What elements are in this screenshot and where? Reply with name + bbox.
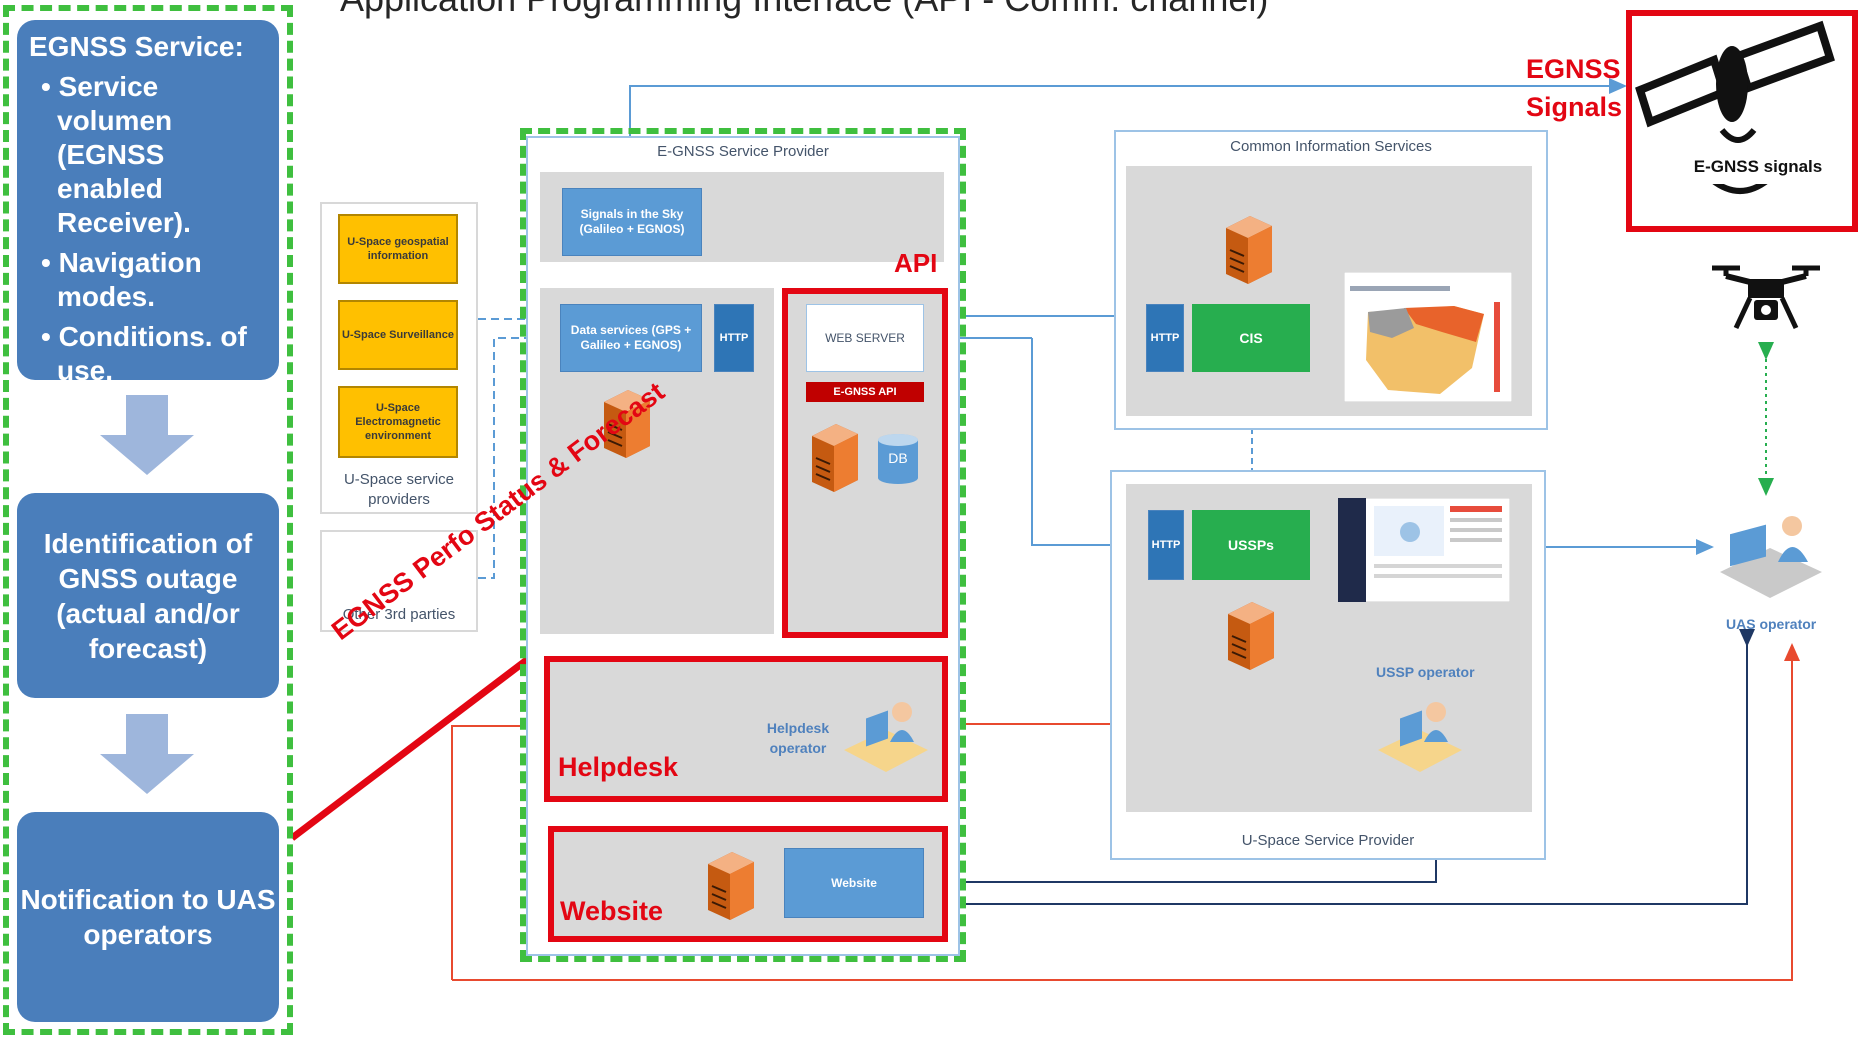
- server-icon: [708, 852, 754, 920]
- down-arrow-icon: [100, 714, 194, 794]
- egnss-provider-dashed-frame: [520, 128, 966, 962]
- dashboard-thumbnail: [1338, 498, 1510, 602]
- ussp-operator-label: USSP operator: [1376, 664, 1475, 680]
- ussp-http-box: HTTP: [1148, 510, 1184, 580]
- egnss-service-heading: EGNSS Service:: [29, 31, 244, 62]
- notification-box: Notification to UAS operators: [17, 812, 279, 1022]
- server-icon: [1226, 216, 1272, 284]
- egnss-signals-caption: E-GNSS signals: [1664, 150, 1852, 184]
- provider-electromagnetic: U-Space Electromagnetic environment: [338, 386, 458, 458]
- operator-icon: [844, 702, 928, 772]
- egnss-signals-line2: Signals: [1526, 92, 1623, 122]
- diagram-title: Application Programming Interface (API -…: [340, 0, 1268, 20]
- helpdesk-operator-label: Helpdesk operator: [766, 720, 830, 756]
- server-icon: [812, 424, 858, 492]
- cis-box: CIS: [1192, 304, 1310, 372]
- api-label: API: [894, 248, 938, 278]
- server-icon: [1228, 602, 1274, 670]
- egnss-http-box: HTTP: [714, 304, 754, 372]
- data-services-box: Data services (GPS + Galileo + EGNOS): [560, 304, 702, 372]
- gnss-outage-box: Identification of GNSS outage (actual an…: [17, 493, 279, 698]
- database-icon: [878, 434, 918, 484]
- signals-uplink-line: [629, 78, 1627, 140]
- down-arrow-icon: [100, 395, 194, 475]
- helpdesk-label: Helpdesk: [558, 752, 679, 782]
- egnss-signals-label: EGNSS Signals: [1526, 50, 1622, 126]
- operator-icon: [1378, 702, 1462, 772]
- other-parties-label: Other 3rd parties: [342, 606, 456, 623]
- egnss-service-box: EGNSS Service: • Service volumen (EGNSS …: [17, 20, 279, 386]
- left-process-frame: [3, 5, 293, 1035]
- server-icon: [604, 390, 650, 458]
- website-label: Website: [560, 896, 664, 926]
- egnss-api-bar: E-GNSS API: [806, 382, 924, 402]
- cis-http-box: HTTP: [1146, 304, 1184, 372]
- ussp-title: U-Space Service Provider: [1241, 832, 1415, 849]
- bottom-red-line: [452, 643, 1800, 981]
- egnss-signals-line1: EGNSS: [1526, 54, 1621, 84]
- egnss-provider-title: E-GNSS Service Provider: [657, 143, 829, 160]
- egnss-service-bullet: • Navigation modes.: [41, 247, 202, 312]
- provider-surveillance: U-Space Surveillance: [338, 300, 458, 370]
- egnss-service-bullet: • Service volumen (EGNSS enabled Receive…: [41, 71, 191, 238]
- satellite-icon: [1635, 20, 1835, 194]
- uas-website-line: [922, 629, 1755, 912]
- api-highlight-frame: [782, 288, 948, 638]
- signals-in-sky-box: Signals in the Sky (Galileo + EGNOS): [562, 188, 702, 256]
- cis-title: Common Information Services: [1230, 138, 1432, 155]
- helpdesk-highlight-frame: [544, 656, 948, 802]
- egnss-service-list: • Service volumen (EGNSS enabled Receive…: [29, 70, 267, 388]
- providers-label: U-Space service providers: [343, 471, 455, 508]
- ussps-box: USSPs: [1192, 510, 1310, 580]
- web-server-box: WEB SERVER: [806, 304, 924, 372]
- website-highlight-frame: [548, 826, 948, 942]
- uas-operator-icon: [1720, 516, 1822, 598]
- signals-highlight-frame: [1626, 10, 1858, 232]
- other-parties-panel: [320, 530, 478, 632]
- webserver-ussp-link: [1031, 338, 1147, 553]
- provider-geospatial: U-Space geospatial information: [338, 214, 458, 284]
- db-label: DB: [888, 450, 908, 466]
- egnss-service-bullet: • Conditions. of use.: [41, 321, 247, 386]
- website-box: Website: [784, 848, 924, 918]
- drone-icon: [1712, 265, 1820, 330]
- uas-operator-label: UAS operator: [1726, 616, 1817, 632]
- map-thumbnail: [1344, 272, 1512, 402]
